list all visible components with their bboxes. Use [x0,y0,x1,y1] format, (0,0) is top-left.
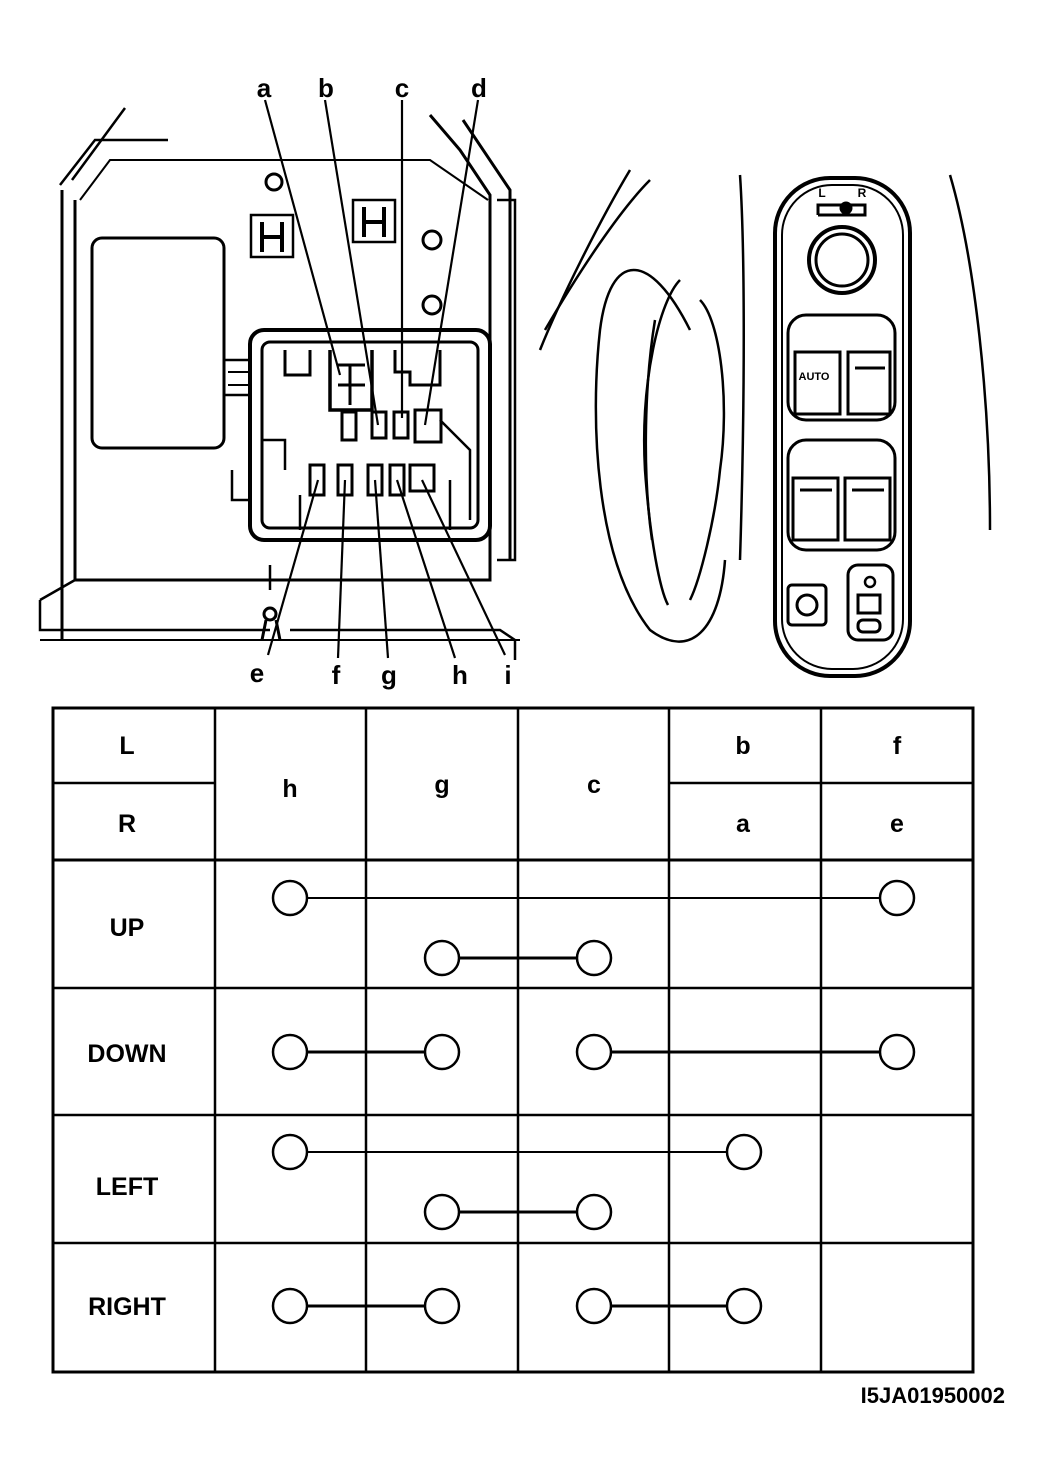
label-b: b [318,73,334,103]
header-R: R [118,810,136,838]
row-label-down: DOWN [87,1040,166,1068]
label-f: f [332,660,341,690]
header-e: e [890,810,904,838]
header-g: g [434,771,449,799]
label-g: g [381,660,397,690]
down-terminal-g [423,1033,461,1071]
header-f: f [893,732,902,760]
continuity-table [51,706,975,1374]
door-panel-illustration [538,169,992,643]
figure-code: I5JA01950002 [861,1383,1005,1408]
left-terminal-h [271,1133,309,1171]
right-terminal-h [271,1287,309,1325]
up-terminal-h [271,879,309,917]
label-a: a [257,73,272,103]
up-terminal-e [878,879,916,917]
window-switch-illustration [773,176,912,678]
right-terminal-c [575,1287,613,1325]
continuity-connections [271,879,916,1325]
up-terminal-c [575,939,613,977]
auto-label: AUTO [799,371,830,383]
row-label-left: LEFT [96,1173,159,1201]
down-terminal-e [878,1033,916,1071]
header-b: b [735,732,750,760]
header-h: h [282,775,297,803]
label-c: c [395,73,409,103]
row-label-right: RIGHT [88,1293,166,1321]
down-terminal-c [575,1033,613,1071]
header-a: a [736,810,751,838]
row-label-up: UP [110,914,145,942]
mirror-selector-right-label: R [858,186,867,200]
header-c: c [587,771,601,799]
header-L: L [119,732,134,760]
right-terminal-g [423,1287,461,1325]
mirror-selector-left-label: L [818,186,825,200]
switch-rear-illustration [38,107,520,660]
label-h: h [452,660,468,690]
connector-labels: a b c d e f g h i [250,73,512,690]
left-terminal-c [575,1193,613,1231]
down-terminal-h [271,1033,309,1071]
right-terminal-a [725,1287,763,1325]
label-e: e [250,658,264,688]
left-terminal-a [725,1133,763,1171]
leader-lines [263,99,506,659]
label-i: i [504,660,511,690]
up-terminal-g [423,939,461,977]
left-terminal-g [423,1193,461,1231]
label-d: d [471,73,487,103]
